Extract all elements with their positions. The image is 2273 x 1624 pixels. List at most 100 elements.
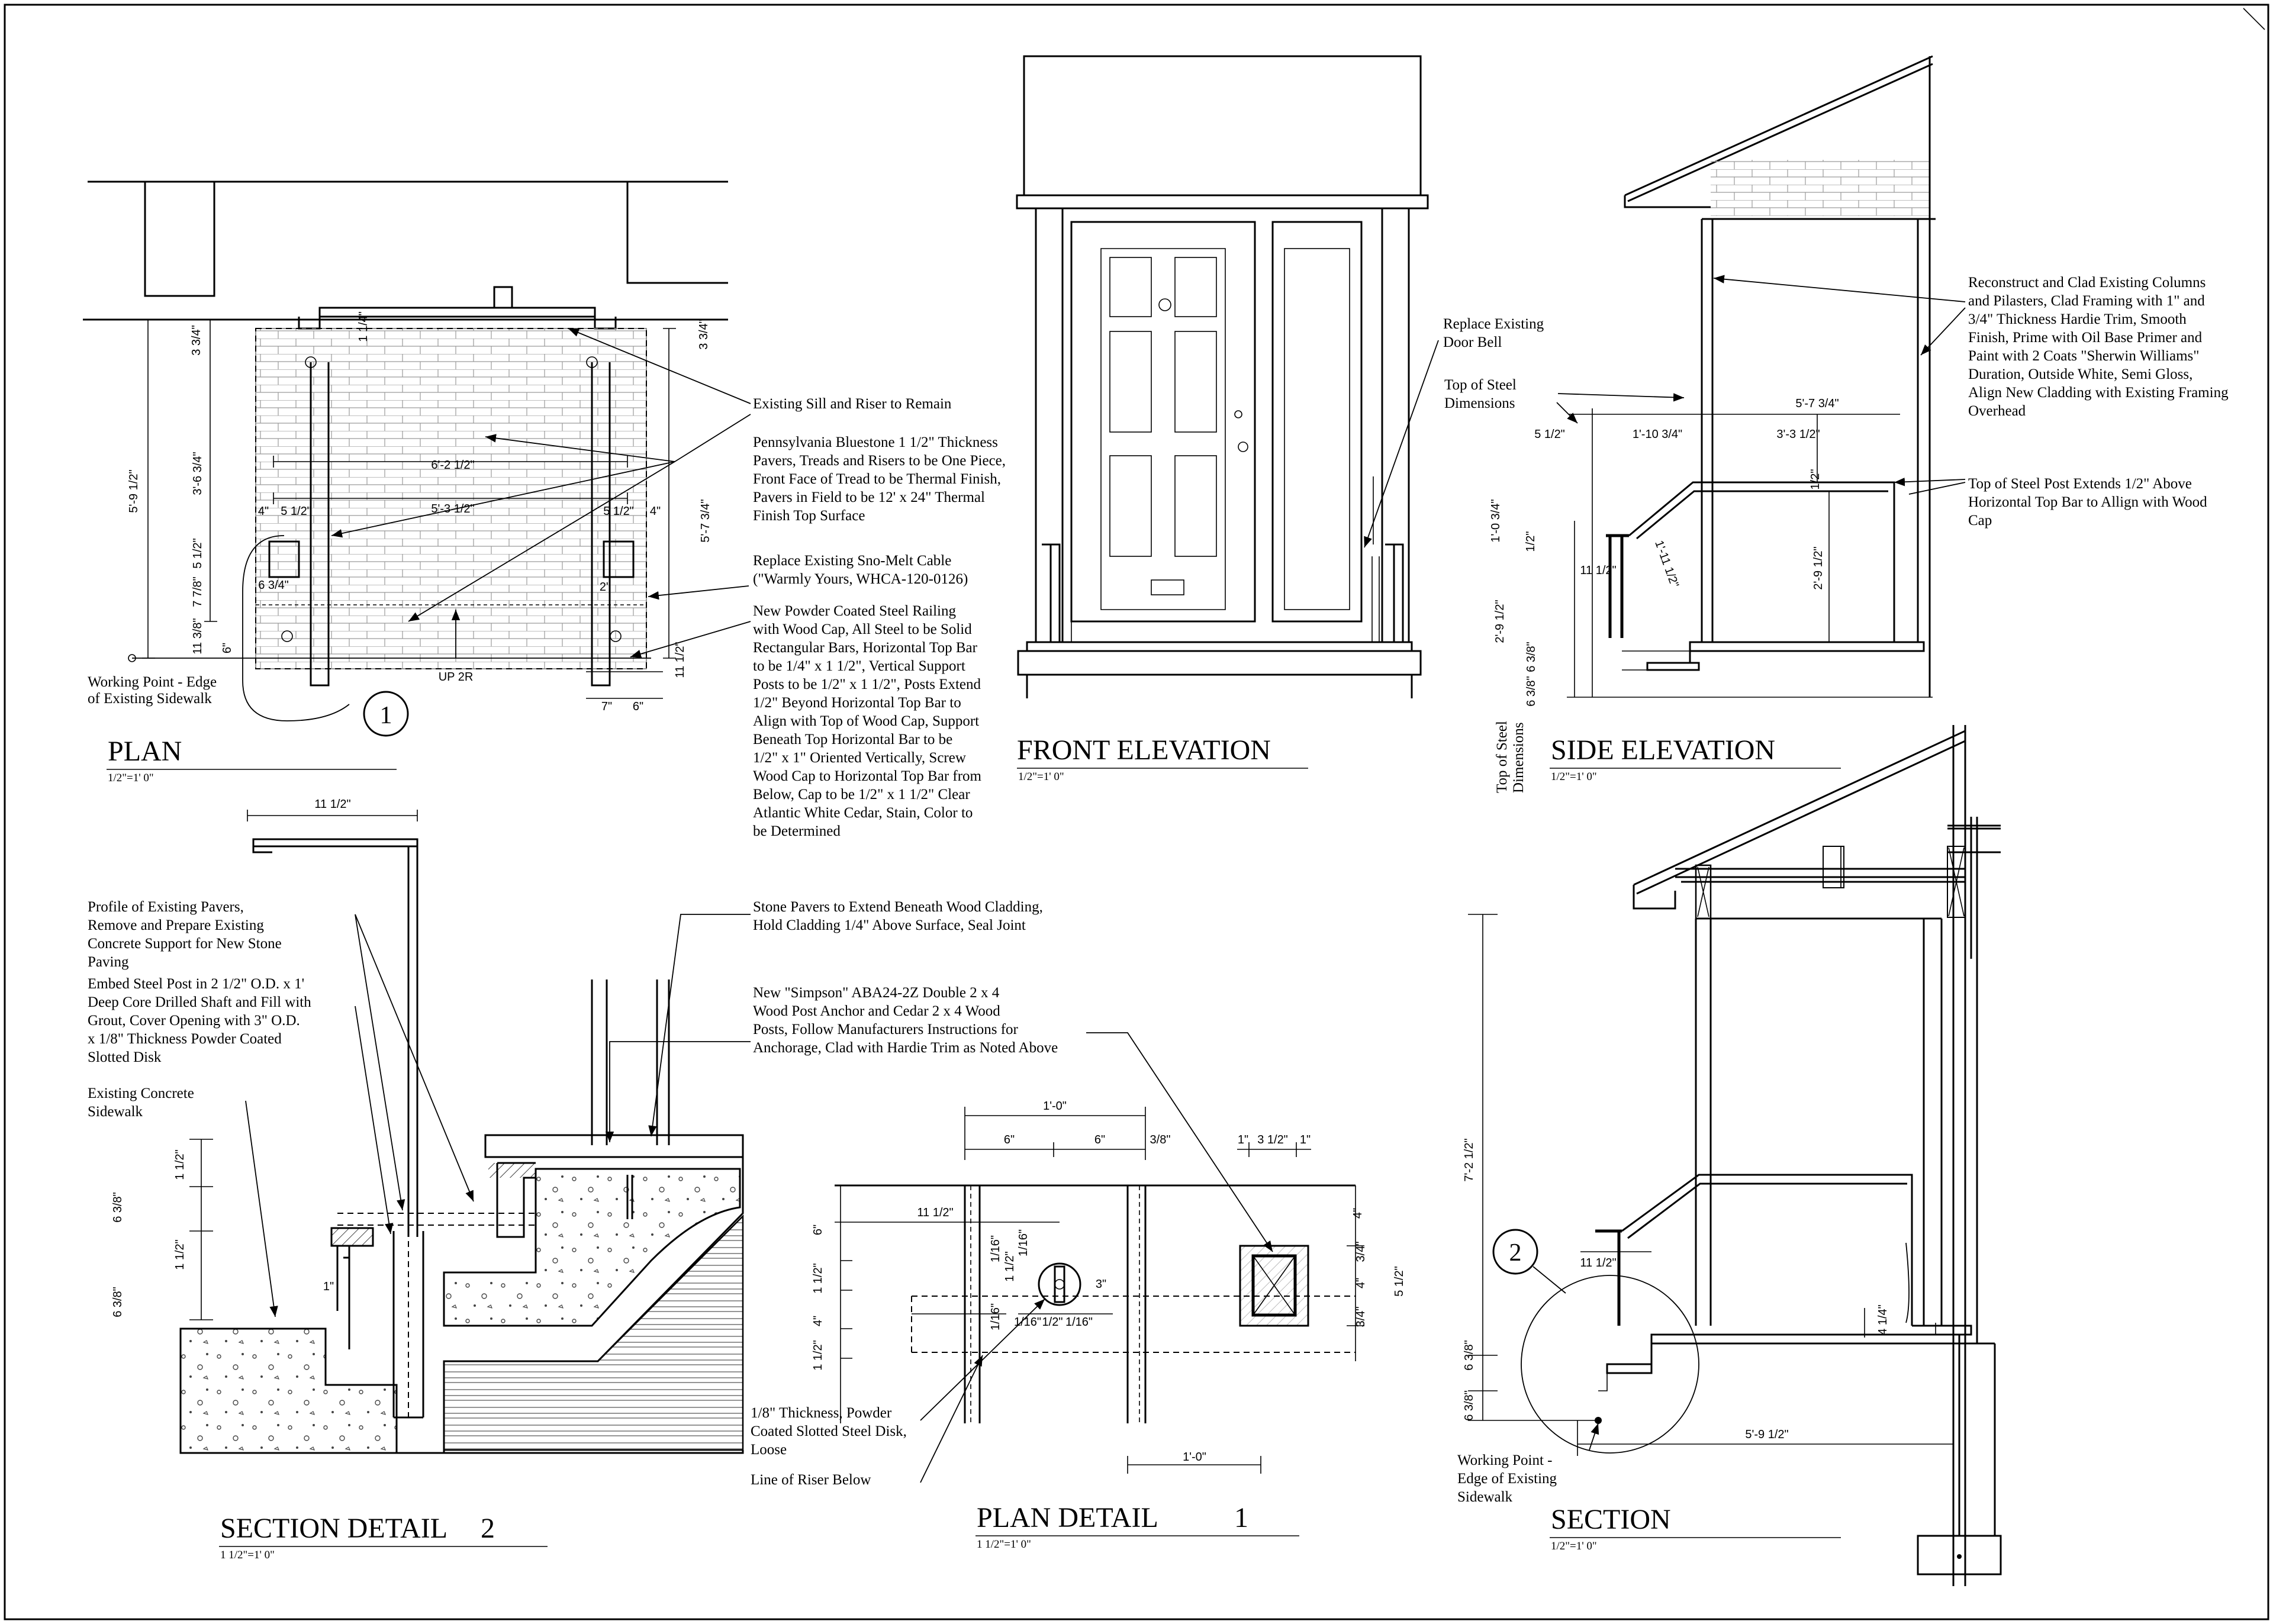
callout-1: 1 <box>380 702 392 729</box>
sec-dim: 4 1/4" <box>1876 1304 1889 1335</box>
plan-view: 1 5'-9 1/2" 3'-6 3/4" 3 3/4" 3 3/4" 1 1/… <box>83 181 1006 839</box>
side-dim: 2'-9 1/2" <box>1812 546 1825 589</box>
plan-dim: 7 7/8" <box>191 576 204 607</box>
plan-dim: 11 1/2" <box>674 642 687 678</box>
side-note-top-steel-rotated: Top of SteelDimensions <box>1494 721 1527 793</box>
plan-dim: 4" <box>258 505 269 518</box>
pd-dim: 1 1/2" <box>812 1340 825 1371</box>
side-dim: 11 1/2" <box>1580 564 1616 577</box>
sd-title-number: 2 <box>481 1513 495 1544</box>
plan-dim: 5 1/2" <box>603 505 634 518</box>
sd-title: SECTION DETAIL <box>220 1513 447 1544</box>
sec-dim: 6 3/8" <box>1463 1340 1476 1371</box>
section-title: SECTION <box>1551 1504 1671 1535</box>
sd-dim: 1" <box>323 1280 334 1293</box>
plan-dim: 4" <box>650 505 661 518</box>
section-view: 2 7'-2 1/2" 11 1/2" 6 3/8" 6 3/8" 4 1/4"… <box>1457 725 2002 1586</box>
sec-dim: 11 1/2" <box>1580 1256 1616 1269</box>
pd-title-number: 1 <box>1234 1502 1248 1533</box>
pd-dim: 4" <box>1351 1208 1364 1219</box>
pd-dim: 11 1/2" <box>917 1206 953 1219</box>
pd-dim: 3" <box>1096 1278 1106 1291</box>
plan-scale: 1/2"=1' 0" <box>108 772 154 784</box>
pd-title: PLAN DETAIL <box>977 1502 1158 1533</box>
pd-dim: 3/4" <box>1354 1242 1367 1262</box>
pd-dim: 4" <box>1354 1278 1367 1288</box>
plan-dim: 6'-2 1/2" <box>431 459 474 472</box>
side-dim: 3'-3 1/2" <box>1776 428 1820 441</box>
side-dim: 1'-0 3/4" <box>1489 499 1502 542</box>
section-scale: 1/2"=1' 0" <box>1551 1540 1597 1552</box>
sec-dim: 6 3/8" <box>1463 1390 1476 1421</box>
pd-dim: 3/8" <box>1150 1133 1171 1146</box>
side-elevation-title: SIDE ELEVATION <box>1551 734 1775 766</box>
pd-dim: 1" <box>1300 1133 1311 1146</box>
sd-note-embed: Embed Steel Post in 2 1/2" O.D. x 1'Deep… <box>88 976 311 1065</box>
sd-dim: 1 1/2" <box>173 1239 186 1270</box>
pd-dim: 1/16" <box>989 1303 1002 1330</box>
plan-dim: 5'-9 1/2" <box>127 469 140 513</box>
sd-dim: 11 1/2" <box>314 798 350 811</box>
callout-1-circle <box>363 691 409 737</box>
pd-dim: 1 1/2" <box>812 1263 825 1294</box>
plan-title: PLAN <box>108 736 182 767</box>
pd-dim: 5 1/2" <box>1393 1266 1406 1297</box>
plan-dim: 7" <box>601 700 612 713</box>
sd-dim: 1 1/2" <box>173 1149 186 1180</box>
pd-dim: 1/16" <box>1065 1316 1093 1329</box>
side-dim: 5 1/2" <box>1534 428 1565 441</box>
pd-dim: 1'-0" <box>1043 1100 1067 1113</box>
sd-scale: 1 1/2"=1' 0" <box>220 1549 275 1561</box>
plan-detail-view: 1'-0" 6" 6" 3/8" 11 1/2" 1" 3 1/2" 1" 6"… <box>751 1032 1406 1551</box>
side-dim: 6 3/8" <box>1525 642 1538 672</box>
front-elevation-title: FRONT ELEVATION <box>1017 734 1271 766</box>
border-corner-mark <box>2243 8 2265 30</box>
pd-dim: 3 1/2" <box>1257 1133 1288 1146</box>
pd-dim: 6" <box>1004 1133 1015 1146</box>
plan-note-sill: Existing Sill and Riser to Remain <box>753 396 952 412</box>
side-dim: 5'-7 3/4" <box>1795 397 1839 410</box>
pd-dim: 1'-0" <box>1183 1451 1206 1464</box>
plan-dim: 3 3/4" <box>190 325 203 356</box>
pd-dim: 1/16" <box>1017 1229 1030 1256</box>
sd-dim: 6 3/8" <box>111 1287 124 1317</box>
plan-dim: 5'-7 3/4" <box>699 499 712 542</box>
plan-up-label: UP 2R <box>439 671 474 684</box>
plan-dim: 2" <box>600 581 610 594</box>
plan-dim: 3 3/4" <box>697 319 710 350</box>
sd-note-stone: Stone Pavers to Extend Beneath Wood Clad… <box>753 899 1043 933</box>
plan-dim: 6" <box>633 700 643 713</box>
plan-dim: 1 1/4" <box>357 311 370 342</box>
pd-dim: 1/16" <box>1014 1316 1041 1329</box>
pd-scale: 1 1/2"=1' 0" <box>977 1538 1031 1551</box>
sd-note-profile: Profile of Existing Pavers,Remove and Pr… <box>88 899 282 970</box>
side-elevation-view: 5'-7 3/4" 5 1/2" 1'-10 3/4" 3'-3 1/2" 1'… <box>1444 55 2229 793</box>
plan-dim: 6 3/4" <box>258 579 289 592</box>
sheet-border <box>4 4 2269 1620</box>
pd-dim: 1" <box>1238 1133 1248 1146</box>
side-dim: 1/2" <box>1809 469 1822 490</box>
sd-dim: 6 3/8" <box>111 1192 124 1223</box>
plan-dim: 5 1/2" <box>191 538 204 569</box>
plan-dim: 11 3/8" <box>191 618 204 654</box>
pd-dim: 3/4" <box>1354 1307 1367 1327</box>
plan-dim: 3'-6 3/4" <box>191 452 204 495</box>
pd-dim: 1/2" <box>1042 1316 1063 1329</box>
pd-note-riser: Line of Riser Below <box>751 1472 871 1488</box>
side-dim: 1/2" <box>1524 531 1537 552</box>
front-elevation-scale: 1/2"=1' 0" <box>1018 771 1064 783</box>
side-elevation-scale: 1/2"=1' 0" <box>1551 771 1597 783</box>
plan-dim: 6" <box>221 643 234 653</box>
pd-dim: 4" <box>812 1316 825 1326</box>
